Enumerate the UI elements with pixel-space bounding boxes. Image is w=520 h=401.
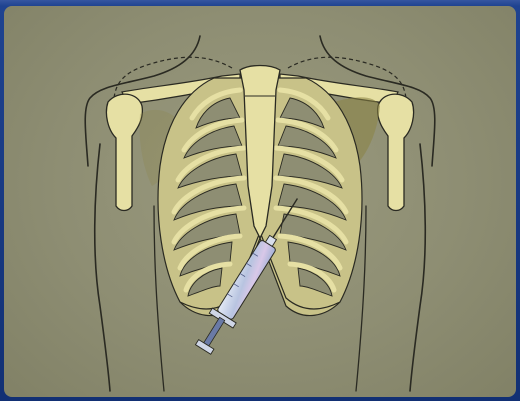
chest-illustration xyxy=(4,6,516,397)
illustration-screen xyxy=(4,6,516,397)
syringe-plunger xyxy=(204,317,225,346)
